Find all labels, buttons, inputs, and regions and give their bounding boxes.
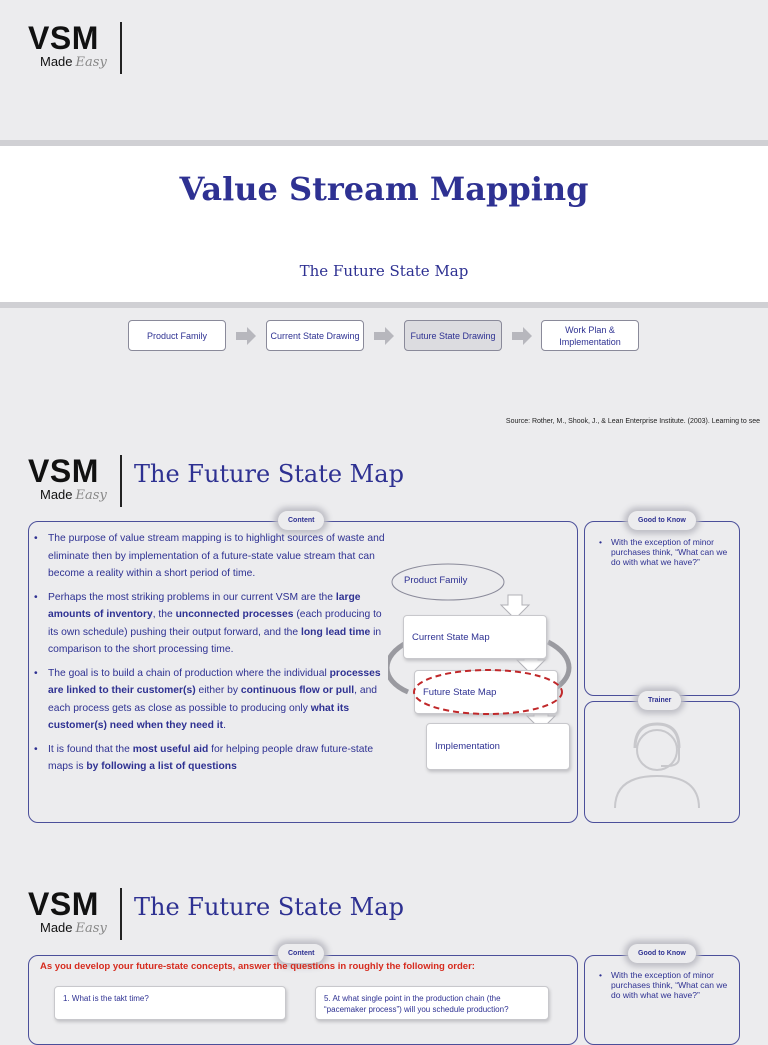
highlight-ellipse — [413, 669, 563, 715]
step-product-family[interactable]: Product Family — [128, 320, 226, 351]
question-1: 1. What is the takt time? — [54, 986, 286, 1020]
logo-vsm: VSM — [28, 453, 99, 489]
step-current-state-drawing[interactable]: Current State Drawing — [266, 320, 364, 351]
logo-divider — [120, 888, 122, 940]
questions-heading: As you develop your future-state concept… — [40, 961, 475, 972]
down-arrow-icon — [499, 594, 531, 620]
content-tag: Content — [278, 511, 325, 530]
right-arrow-icon — [374, 327, 394, 345]
content-bullets: The purpose of value stream mapping is t… — [34, 530, 389, 782]
trainer-avatar-icon — [614, 722, 700, 809]
step-work-plan-implementation[interactable]: Work Plan & Implementation — [541, 320, 639, 351]
product-family-ellipse — [391, 563, 505, 601]
list-item: It is found that the most useful aid for… — [34, 741, 389, 776]
good-to-know-tag: Good to Know — [628, 511, 696, 530]
right-arrow-icon — [512, 327, 532, 345]
content-tag: Content — [278, 944, 325, 963]
cycle-arrow-left — [388, 639, 410, 695]
source-citation: Source: Rother, M., Shook, J., & Lean En… — [505, 418, 760, 425]
logo-vsm: VSM — [28, 20, 99, 56]
list-item: The goal is to build a chain of producti… — [34, 665, 389, 735]
good-to-know-tag: Good to Know — [628, 944, 696, 963]
flow-future-state-map: Future State Map — [414, 670, 558, 714]
step-future-state-drawing[interactable]: Future State Drawing — [404, 320, 502, 351]
logo-divider — [120, 22, 122, 74]
section-title: The Future State Map — [134, 893, 404, 921]
right-arrow-icon — [236, 327, 256, 345]
logo-divider — [120, 455, 122, 507]
flow-product-family: Product Family — [404, 575, 468, 586]
trainer-tag: Trainer — [638, 691, 682, 710]
section-title: The Future State Map — [134, 460, 404, 488]
page-title: Value Stream Mapping — [179, 170, 589, 208]
good-to-know-panel — [584, 955, 740, 1045]
title-band — [0, 140, 768, 308]
flow-implementation: Implementation — [426, 723, 570, 770]
list-item: The purpose of value stream mapping is t… — [34, 530, 389, 583]
good-to-know-text: •With the exception of minor purchases t… — [599, 537, 728, 567]
question-5: 5. At what single point in the productio… — [315, 986, 549, 1020]
logo-vsm: VSM — [28, 886, 99, 922]
list-item: Perhaps the most striking problems in ou… — [34, 589, 389, 659]
good-to-know-text: •With the exception of minor purchases t… — [599, 970, 728, 1000]
page-subtitle: The Future State Map — [299, 262, 469, 280]
flow-current-state-map: Current State Map — [403, 615, 547, 659]
